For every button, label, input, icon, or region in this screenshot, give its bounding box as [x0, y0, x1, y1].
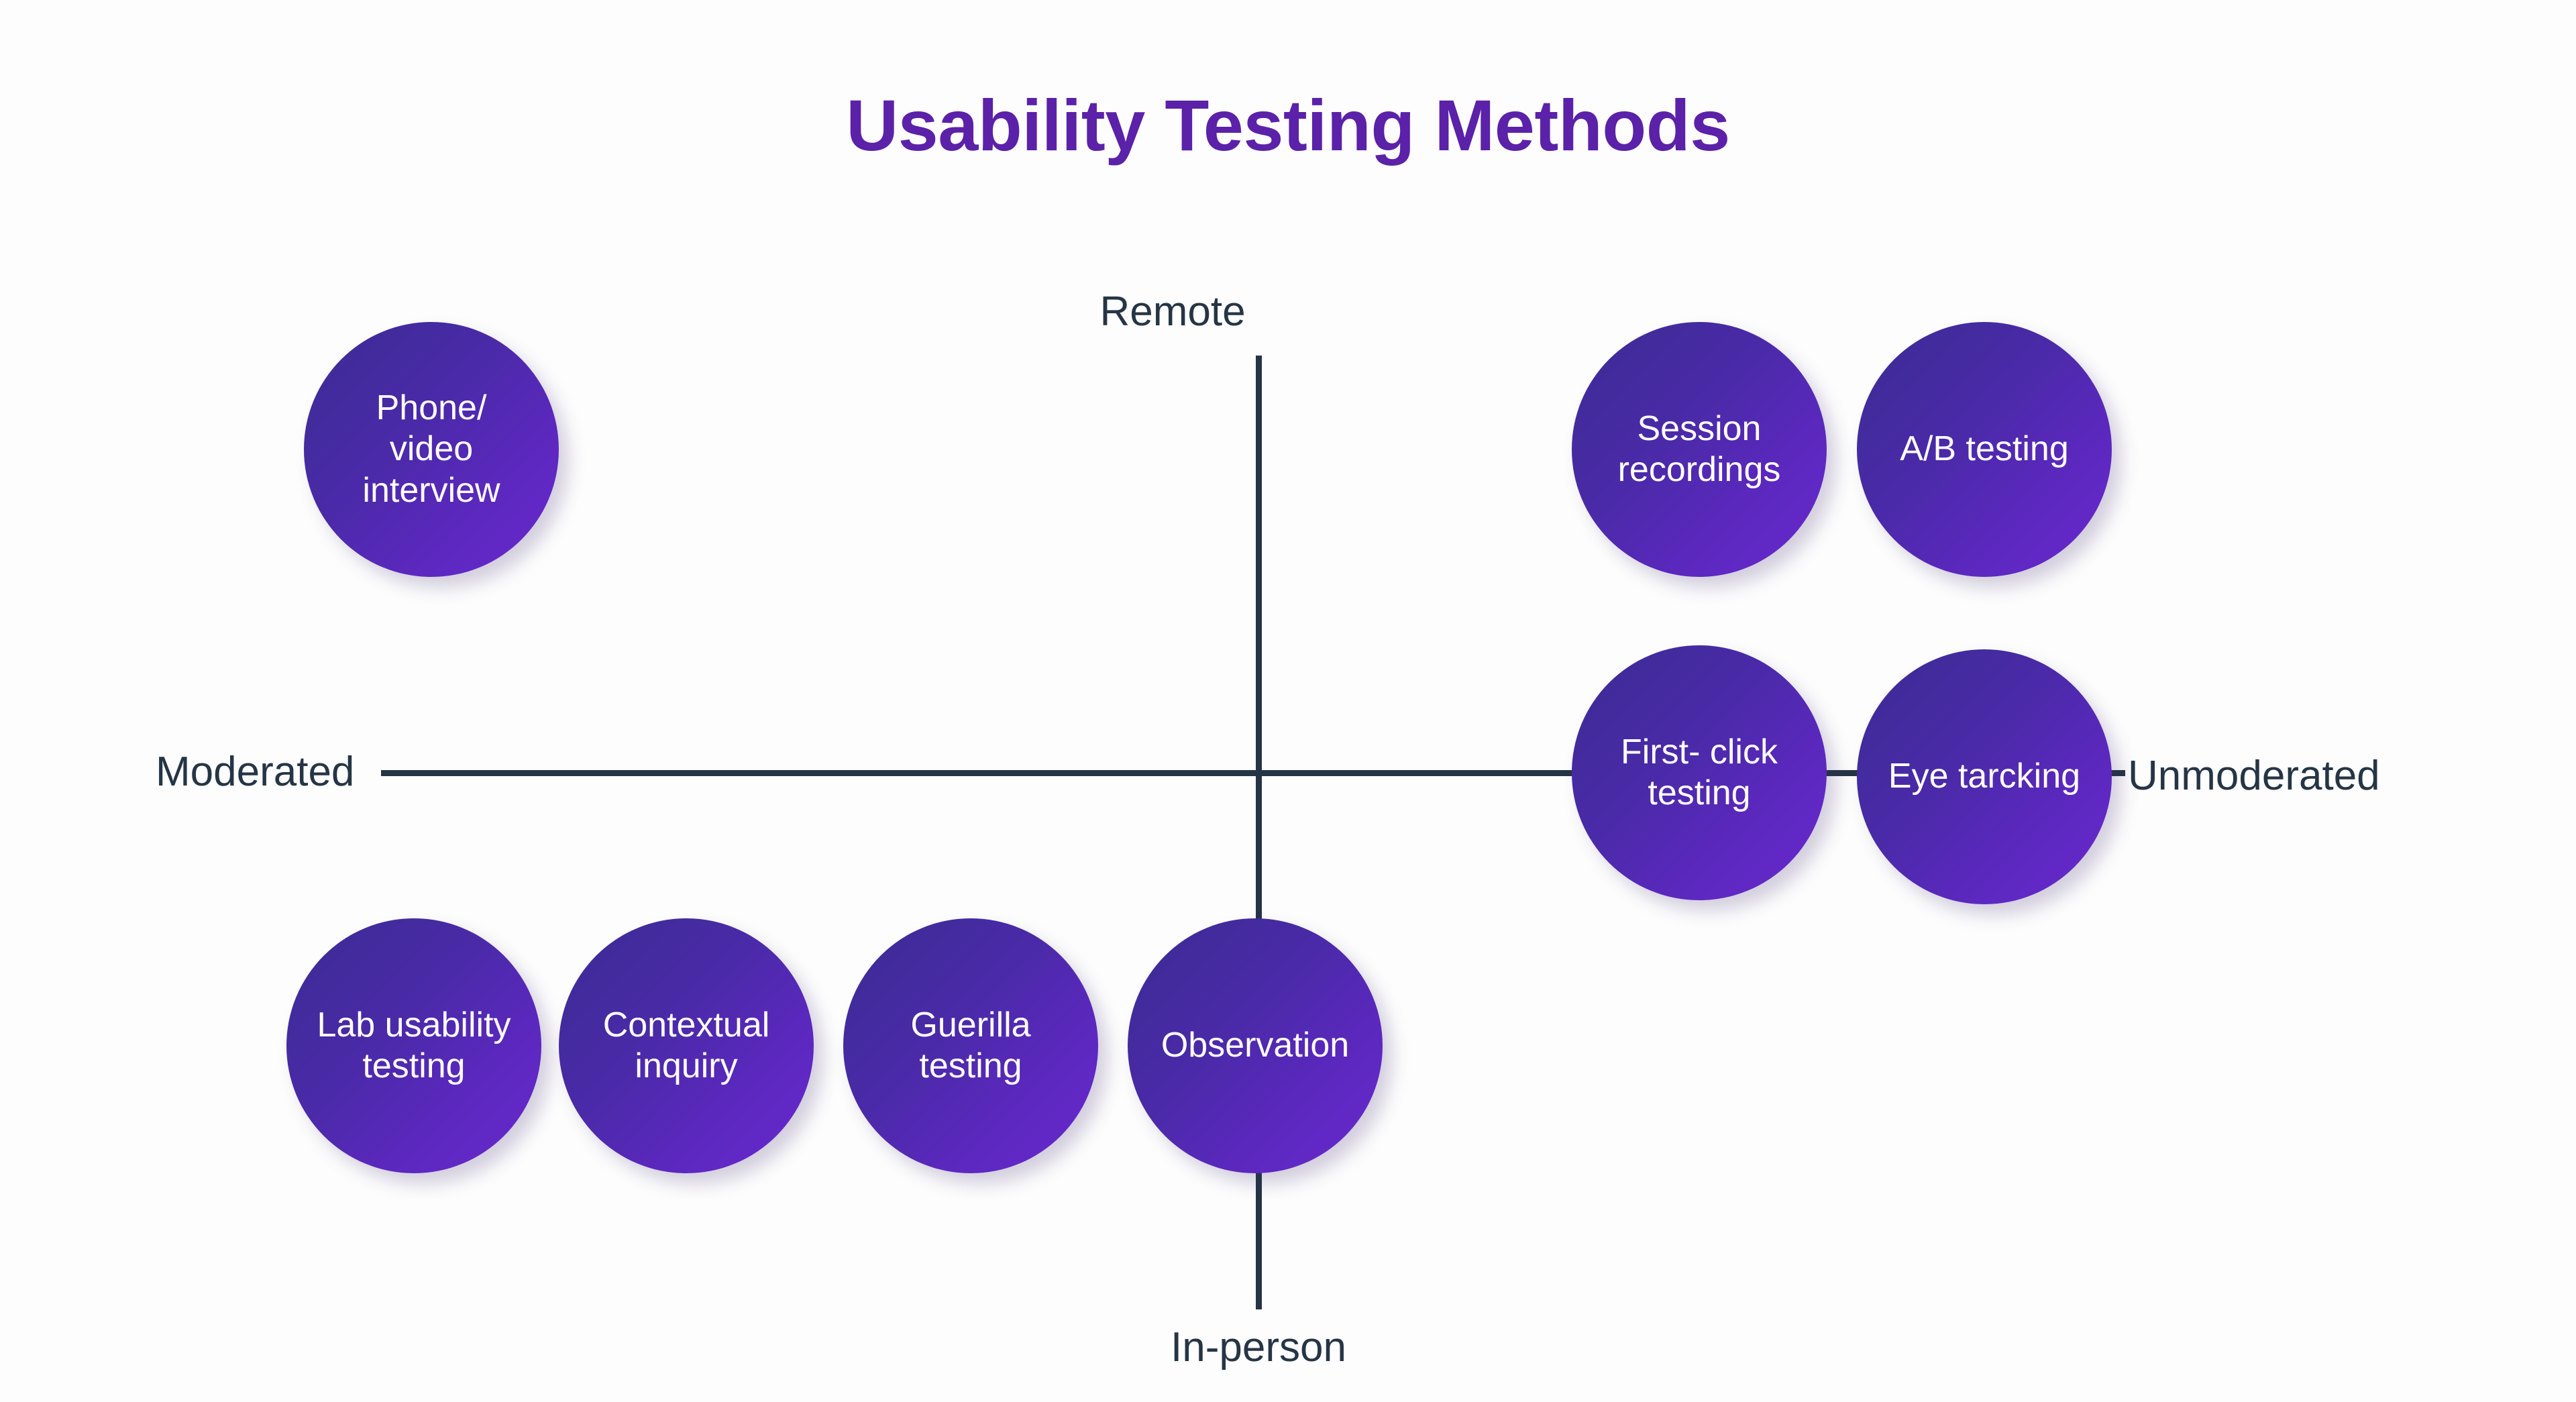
bubble-contextual-inquiry[interactable]: Contextual inquiry [559, 918, 814, 1173]
bubble-lab-usability-testing[interactable]: Lab usability testing [286, 918, 541, 1173]
vertical-axis-line [1256, 356, 1262, 1309]
bubble-label: Session recordings [1617, 409, 1781, 489]
bubble-first-click-testing[interactable]: First- click testing [1572, 645, 1827, 900]
bubble-label: Observation [1161, 1026, 1350, 1065]
bubble-session-recordings[interactable]: Session recordings [1572, 322, 1827, 577]
bubble-guerilla-testing[interactable]: Guerilla testing [843, 918, 1098, 1173]
bubble-label: Eye tarcking [1888, 757, 2081, 796]
axis-label-in-person: In-person [1171, 1324, 1346, 1370]
bubble-label: Guerilla testing [910, 1005, 1031, 1085]
bubble-label: Lab usability testing [317, 1005, 511, 1085]
bubble-ab-testing[interactable]: A/B testing [1857, 322, 2112, 577]
horizontal-axis-line [381, 770, 2125, 776]
axis-label-remote: Remote [1099, 288, 1246, 335]
bubble-phone-video-interview[interactable]: Phone/ video interview [304, 322, 559, 577]
axis-label-moderated: Moderated [156, 749, 355, 795]
bubble-eye-tracking[interactable]: Eye tarcking [1857, 649, 2112, 904]
bubble-observation[interactable]: Observation [1128, 918, 1383, 1173]
axis-label-unmoderated: Unmoderated [2128, 753, 2380, 799]
bubble-label: Contextual inquiry [602, 1005, 770, 1085]
bubble-label: Phone/ video interview [362, 388, 500, 510]
bubble-label: First- click testing [1621, 732, 1778, 812]
bubble-label: A/B testing [1900, 429, 2069, 469]
page-title: Usability Testing Methods [846, 85, 1730, 166]
